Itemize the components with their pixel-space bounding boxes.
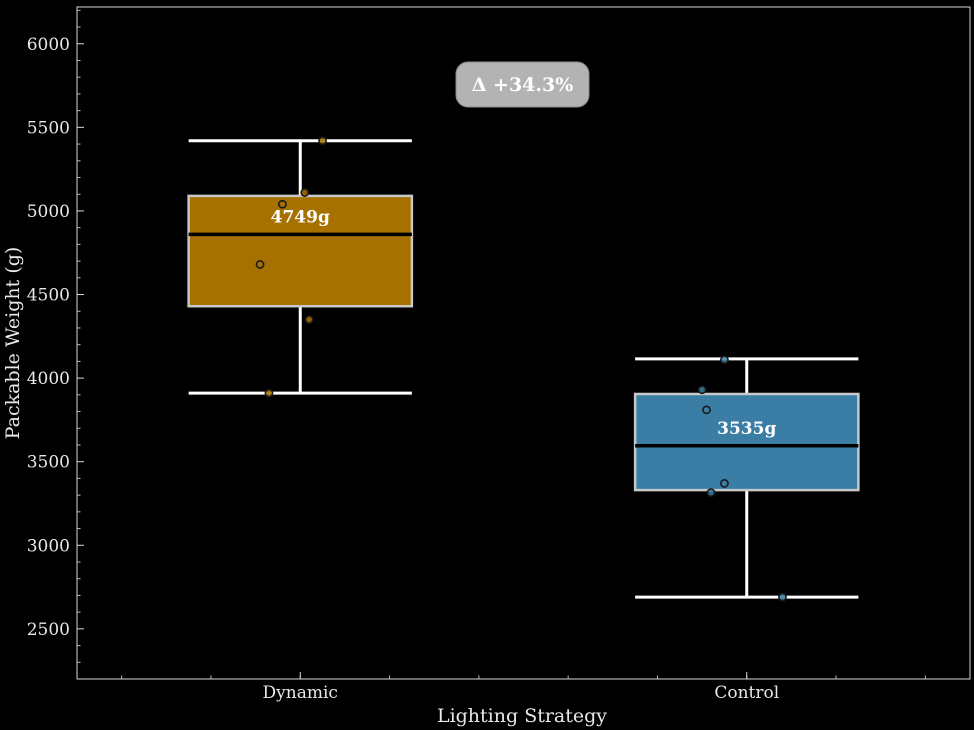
- y-tick-label: 4000: [27, 369, 70, 389]
- annotation-layer: Δ +34.3%: [455, 61, 590, 108]
- points-layer: 4749g 3535g: [255, 136, 787, 602]
- data-point: [277, 199, 287, 209]
- box-iqr: [633, 392, 860, 492]
- data-point: [697, 385, 707, 395]
- y-tick-label: 3000: [27, 536, 70, 556]
- x-axis-label: Lighting Strategy: [437, 705, 607, 727]
- x-tick-label: Dynamic: [263, 683, 338, 703]
- y-tick-label: 3500: [27, 453, 70, 473]
- box-iqr: [187, 194, 414, 308]
- x-tick-label: Control: [714, 683, 779, 703]
- plot-area-frame: [76, 6, 971, 680]
- delta-annotation-text: Δ +34.3%: [472, 74, 574, 96]
- delta-annotation-box: [455, 61, 590, 108]
- data-point: [720, 479, 729, 488]
- y-tick-label: 6000: [27, 35, 70, 55]
- data-point: [300, 188, 310, 197]
- y-tick-label: 5000: [27, 202, 70, 222]
- data-point: [702, 405, 711, 415]
- data-point: [304, 315, 314, 324]
- data-point: [318, 136, 327, 146]
- data-point: [255, 260, 265, 269]
- y-tick-label: 5500: [27, 118, 70, 138]
- mean-value-label: 4749g: [271, 207, 330, 227]
- boxes-layer: [187, 139, 860, 599]
- y-axis-label: Packable Weight (g): [2, 247, 24, 440]
- y-tick-label: 2500: [27, 620, 70, 640]
- mean-value-label: 3535g: [717, 419, 776, 439]
- data-point: [264, 388, 274, 398]
- data-point: [706, 488, 716, 498]
- y-tick-label: 4500: [27, 286, 70, 306]
- data-point: [778, 592, 787, 602]
- data-point: [720, 355, 729, 365]
